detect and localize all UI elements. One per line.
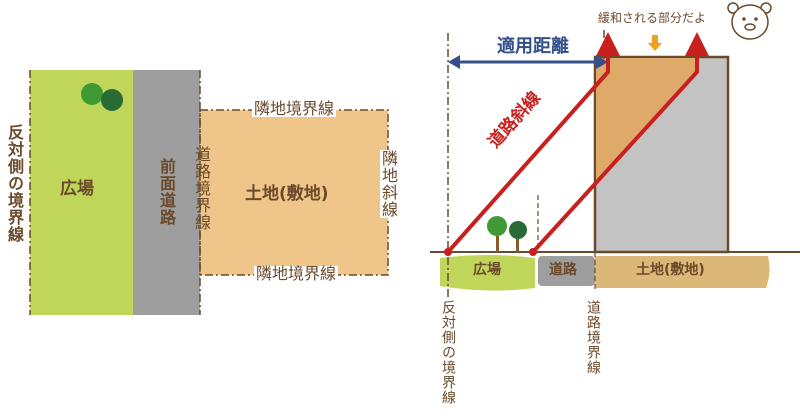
tree-icon <box>81 83 123 111</box>
site-ground <box>595 256 770 288</box>
road-slant-line-1 <box>446 32 620 254</box>
front-road-area <box>133 70 200 315</box>
opposite-boundary-label: 反対側の境界線 <box>5 124 24 243</box>
front-road-label: 前面道路 <box>157 158 176 226</box>
neighbor-boundary-top-label: 隣地境界線 <box>252 99 337 118</box>
neighbor-boundary-bottom-label: 隣地境界線 <box>254 264 339 283</box>
opposite-boundary-section-label: 反対側の境界線 <box>440 300 456 405</box>
plaza-label: 広場 <box>60 179 94 199</box>
road-boundary-section-label: 道路境界線 <box>585 300 601 375</box>
trees-icon <box>487 216 527 252</box>
plaza-ground <box>440 255 535 291</box>
site-ground-label: 土地(敷地) <box>636 262 705 278</box>
relaxed-note: 緩和される部分だよ <box>598 11 707 25</box>
down-arrow-icon <box>648 35 662 51</box>
bear-icon <box>727 2 772 40</box>
applied-distance-label: 適用距離 <box>497 36 569 57</box>
neighbor-slant-label: 隣地斜線 <box>379 150 398 218</box>
road-ground <box>538 256 595 286</box>
road-slant-line-2 <box>531 32 709 254</box>
plaza-area <box>30 70 133 315</box>
plaza-ground-label: 広場 <box>473 262 501 278</box>
applied-distance-arrow <box>448 55 608 69</box>
road-boundary-label: 道路境界線 <box>192 146 211 231</box>
site-label: 土地(敷地) <box>245 184 329 204</box>
road-ground-label: 道路 <box>549 262 577 278</box>
site-area <box>199 109 389 276</box>
